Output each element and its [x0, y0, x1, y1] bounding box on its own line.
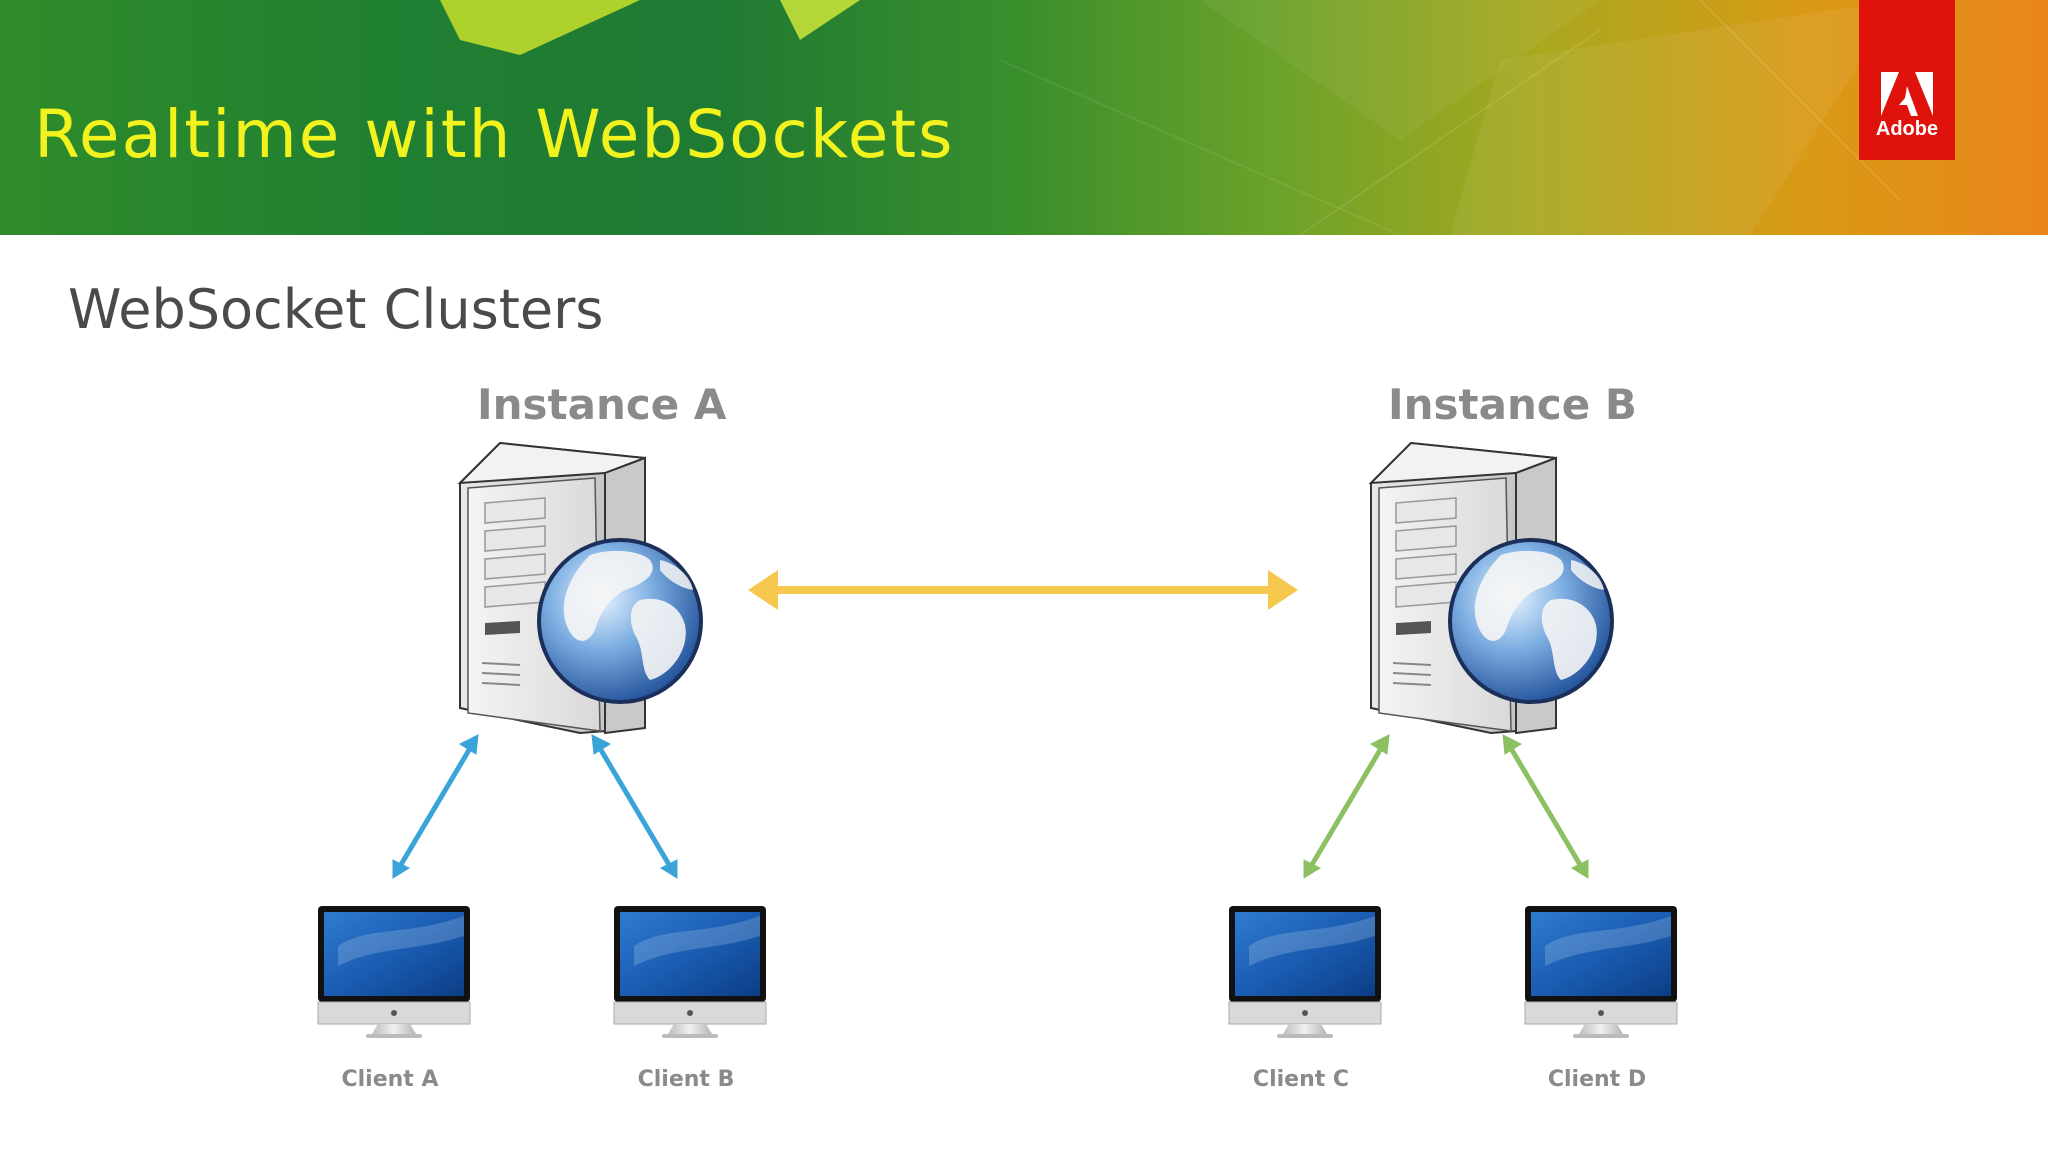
- monitor-c-icon: [1228, 906, 1382, 1038]
- header-banner: Realtime with WebSockets Adobe: [0, 0, 2048, 235]
- slide-subtitle: WebSocket Clusters: [68, 278, 604, 341]
- adobe-a-icon: [1881, 72, 1933, 116]
- client-a-label: Client A: [341, 1067, 439, 1092]
- slide-title: Realtime with WebSockets: [34, 96, 955, 173]
- monitor-d-icon: [1524, 906, 1678, 1038]
- client-b-link-arrow: [591, 734, 678, 879]
- client-b-label: Client B: [637, 1067, 735, 1092]
- client-c-label: Client C: [1252, 1067, 1350, 1092]
- monitor-b-icon: [613, 906, 767, 1038]
- globe-a-icon: [537, 538, 703, 704]
- instance-a-label: Instance A: [477, 380, 727, 429]
- monitor-a-icon: [317, 906, 471, 1038]
- banner-decoration: [440, 0, 1901, 235]
- client-d-label: Client D: [1547, 1067, 1647, 1092]
- logo-text: Adobe: [1875, 118, 1939, 140]
- instance-b-label: Instance B: [1388, 380, 1637, 429]
- adobe-logo: Adobe: [1859, 0, 1955, 160]
- client-c-link-arrow: [1303, 734, 1390, 879]
- globe-b-icon: [1448, 538, 1614, 704]
- instance-link-arrow: [748, 570, 1298, 610]
- client-a-link-arrow: [392, 734, 479, 879]
- client-d-link-arrow: [1502, 734, 1589, 879]
